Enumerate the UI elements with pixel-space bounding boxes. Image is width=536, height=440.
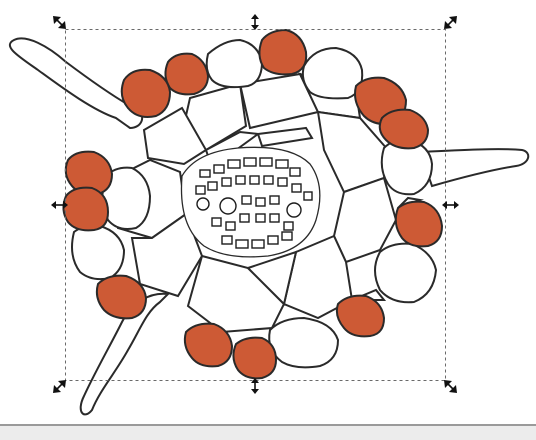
epidermis-cell[interactable] — [71, 224, 126, 281]
highlighted-cell[interactable] — [378, 108, 430, 150]
endodermis-cell[interactable] — [256, 126, 314, 148]
drawing-canvas[interactable] — [0, 0, 536, 424]
highlighted-cell[interactable] — [120, 68, 172, 118]
epidermis-cell[interactable] — [268, 316, 340, 369]
epidermis-cell[interactable] — [205, 38, 264, 89]
artwork-svg[interactable] — [0, 0, 536, 424]
resize-arrow-icon[interactable] — [53, 16, 66, 29]
highlighted-cell[interactable] — [258, 28, 308, 76]
highlighted-cell[interactable] — [183, 322, 234, 368]
resize-arrow-icon[interactable] — [251, 14, 259, 30]
highlighted-cell[interactable] — [335, 294, 386, 338]
highlighted-cell[interactable] — [232, 336, 278, 380]
resize-arrow-icon[interactable] — [251, 378, 259, 394]
highlighted-cell[interactable] — [64, 150, 114, 196]
cortex-cell[interactable] — [246, 250, 298, 306]
highlighted-cell[interactable] — [394, 200, 444, 248]
highlighted-cell[interactable] — [62, 186, 110, 232]
highlighted-cell[interactable] — [95, 274, 148, 320]
resize-arrow-icon[interactable] — [444, 380, 457, 393]
canvas-bottom-bar — [0, 424, 536, 440]
resize-arrow-icon[interactable] — [442, 201, 459, 209]
epidermis-cell[interactable] — [301, 46, 364, 100]
resize-arrow-icon[interactable] — [51, 201, 68, 209]
cortex-cell[interactable] — [142, 106, 208, 166]
resize-arrow-icon[interactable] — [53, 380, 66, 393]
resize-arrow-icon[interactable] — [444, 16, 457, 29]
root-hair-right[interactable] — [418, 148, 530, 188]
epidermis-cell[interactable] — [374, 242, 438, 304]
highlighted-cell[interactable] — [164, 52, 210, 96]
vascular-tissue-cells — [195, 157, 313, 249]
